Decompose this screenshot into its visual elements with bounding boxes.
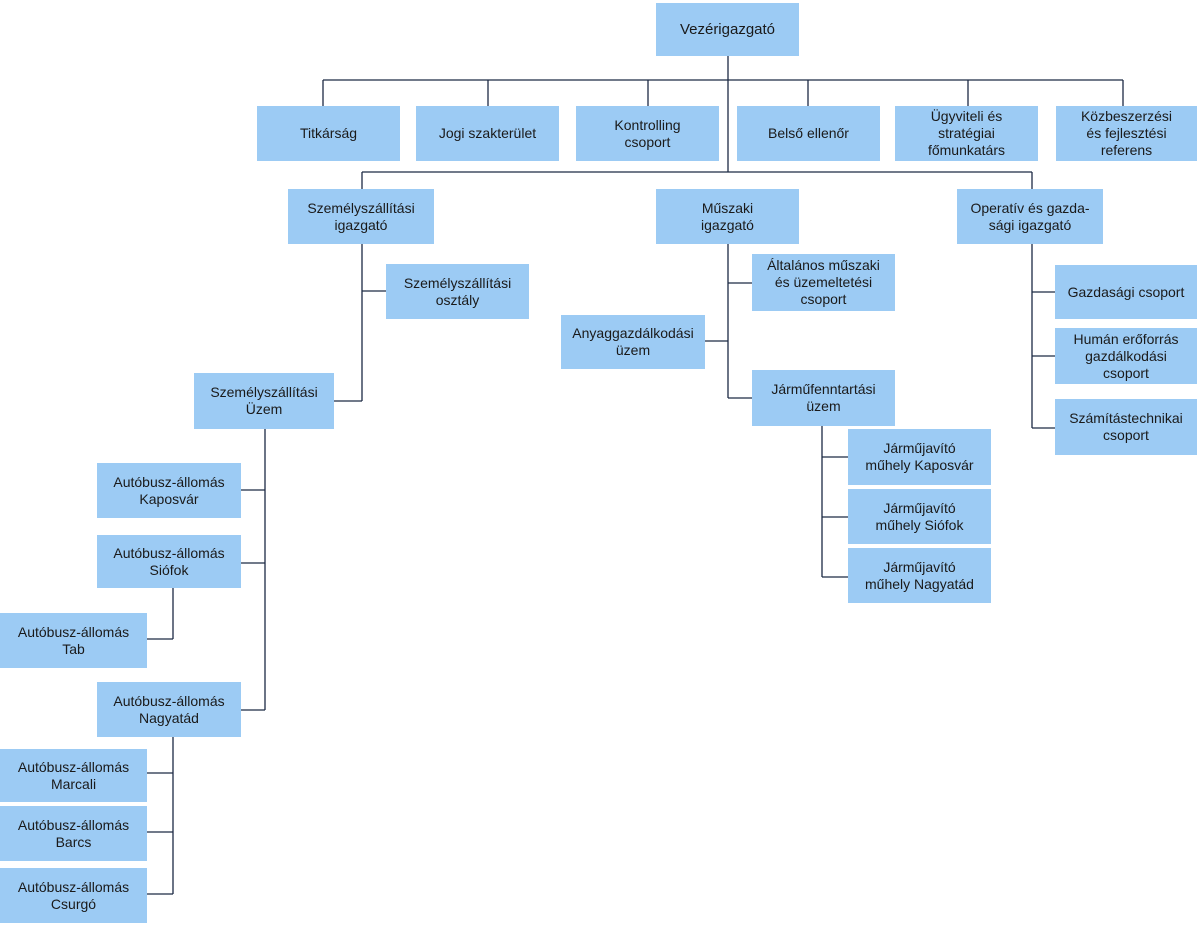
unit-box-anyaggazdalkodasi: Anyaggazdálkodási üzem — [561, 315, 705, 369]
director-box-muszaki: Műszaki igazgató — [656, 189, 799, 244]
unit-box-jarmufenntartasi: Járműfenntartási üzem — [752, 370, 895, 426]
staff-box-jogi: Jogi szakterület — [416, 106, 559, 161]
staff-box-titkarsag: Titkárság — [257, 106, 400, 161]
staff-box-belso-ellenor: Belső ellenőr — [737, 106, 880, 161]
unit-box-altalanos-muszaki: Általános műszaki és üzemeltetési csopor… — [752, 254, 895, 311]
workshop-box-nagyatad: Járműjavító műhely Nagyatád — [848, 548, 991, 603]
director-box-szemelyszallitasi: Személyszállítási igazgató — [288, 189, 434, 244]
unit-box-human-eroforras: Humán erőforrás gazdálkodási csoport — [1055, 328, 1197, 384]
station-box-nagyatad: Autóbusz-állomás Nagyatád — [97, 682, 241, 737]
station-box-kaposvar: Autóbusz-állomás Kaposvár — [97, 463, 241, 518]
staff-box-kontrolling: Kontrolling csoport — [576, 106, 719, 161]
staff-box-ugyviteli: Ügyviteli és stratégiai főmunkatárs — [895, 106, 1038, 161]
director-box-operativ: Operatív és gazda- sági igazgató — [957, 189, 1103, 244]
station-box-siofok: Autóbusz-állomás Siófok — [97, 535, 241, 588]
workshop-box-kaposvar: Járműjavító műhely Kaposvár — [848, 429, 991, 485]
station-box-csurgo: Autóbusz-állomás Csurgó — [0, 868, 147, 923]
unit-box-gazdasagi-csoport: Gazdasági csoport — [1055, 265, 1197, 319]
station-box-marcali: Autóbusz-állomás Marcali — [0, 749, 147, 802]
staff-box-kozbeszerzesi: Közbeszerzési és fejlesztési referens — [1056, 106, 1197, 161]
station-box-tab: Autóbusz-állomás Tab — [0, 613, 147, 668]
station-box-barcs: Autóbusz-állomás Barcs — [0, 806, 147, 861]
unit-box-szemelyszallitasi-osztaly: Személyszállítási osztály — [386, 264, 529, 319]
workshop-box-siofok: Járműjavító műhely Siófok — [848, 489, 991, 544]
ceo-box: Vezérigazgató — [656, 3, 799, 56]
unit-box-szamitastechnikai: Számítástechnikai csoport — [1055, 399, 1197, 455]
unit-box-szemelyszallitasi-uzem: Személyszállítási Üzem — [194, 373, 334, 429]
